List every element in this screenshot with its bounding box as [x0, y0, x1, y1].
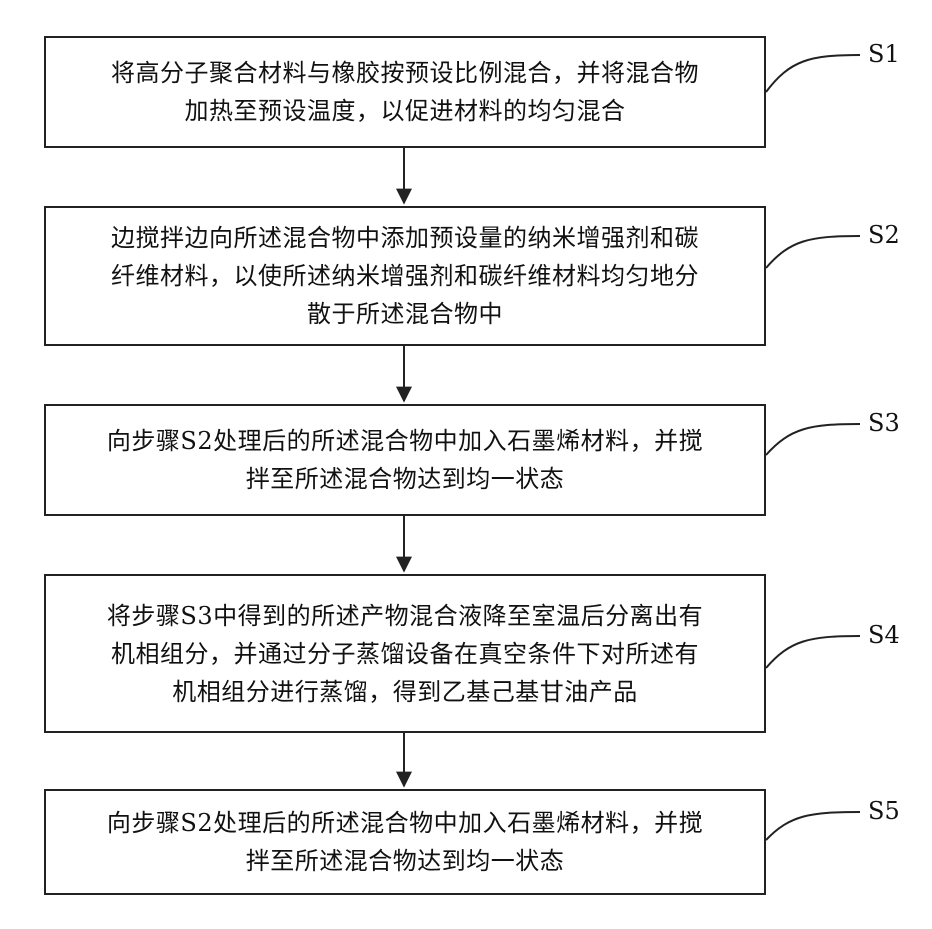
step-line: 拌至所述混合物达到均一状态 — [60, 460, 750, 498]
step-line: 向步骤S2处理后的所述混合物中加入石墨烯材料，并搅 — [60, 422, 750, 460]
step-box-s5: 向步骤S2处理后的所述混合物中加入石墨烯材料，并搅 拌至所述混合物达到均一状态 — [44, 789, 766, 895]
step-line: 纤维材料，以使所述纳米增强剂和碳纤维材料均匀地分 — [60, 257, 750, 295]
step-box-s3: 向步骤S2处理后的所述混合物中加入石墨烯材料，并搅 拌至所述混合物达到均一状态 — [44, 404, 766, 516]
step-label-s5: S5 — [868, 797, 900, 825]
leader-curve-s1 — [766, 55, 860, 92]
step-text-s4: 将步骤S3中得到的所述产物混合液降至室温后分离出有 机相组分，并通过分子蒸馏设备… — [60, 597, 750, 711]
step-label-s2: S2 — [868, 221, 900, 249]
step-line: 边搅拌边向所述混合物中添加预设量的纳米增强剂和碳 — [60, 219, 750, 257]
step-line: 加热至预设温度，以促进材料的均匀混合 — [60, 92, 750, 130]
step-line: 将高分子聚合材料与橡胶按预设比例混合，并将混合物 — [60, 54, 750, 92]
step-line: 向步骤S2处理后的所述混合物中加入石墨烯材料，并搅 — [60, 804, 750, 842]
leader-curve-s4 — [766, 636, 860, 668]
step-text-s1: 将高分子聚合材料与橡胶按预设比例混合，并将混合物 加热至预设温度，以促进材料的均… — [60, 54, 750, 130]
step-text-s5: 向步骤S2处理后的所述混合物中加入石墨烯材料，并搅 拌至所述混合物达到均一状态 — [60, 804, 750, 880]
leader-curve-s3 — [766, 424, 860, 455]
step-line: 机相组分，并通过分子蒸馏设备在真空条件下对所述有 — [60, 635, 750, 673]
step-text-s3: 向步骤S2处理后的所述混合物中加入石墨烯材料，并搅 拌至所述混合物达到均一状态 — [60, 422, 750, 498]
step-box-s4: 将步骤S3中得到的所述产物混合液降至室温后分离出有 机相组分，并通过分子蒸馏设备… — [44, 574, 766, 733]
step-label-s4: S4 — [868, 621, 900, 649]
step-label-s1: S1 — [868, 40, 900, 68]
step-line: 机相组分进行蒸馏，得到乙基己基甘油产品 — [60, 673, 750, 711]
step-text-s2: 边搅拌边向所述混合物中添加预设量的纳米增强剂和碳 纤维材料，以使所述纳米增强剂和… — [60, 219, 750, 333]
step-line: 散于所述混合物中 — [60, 295, 750, 333]
leader-curve-s2 — [766, 236, 860, 268]
step-line: 将步骤S3中得到的所述产物混合液降至室温后分离出有 — [60, 597, 750, 635]
step-box-s1: 将高分子聚合材料与橡胶按预设比例混合，并将混合物 加热至预设温度，以促进材料的均… — [44, 36, 766, 148]
leader-curve-s5 — [766, 812, 860, 840]
step-label-s3: S3 — [868, 409, 900, 437]
step-line: 拌至所述混合物达到均一状态 — [60, 842, 750, 880]
step-box-s2: 边搅拌边向所述混合物中添加预设量的纳米增强剂和碳 纤维材料，以使所述纳米增强剂和… — [44, 206, 766, 346]
